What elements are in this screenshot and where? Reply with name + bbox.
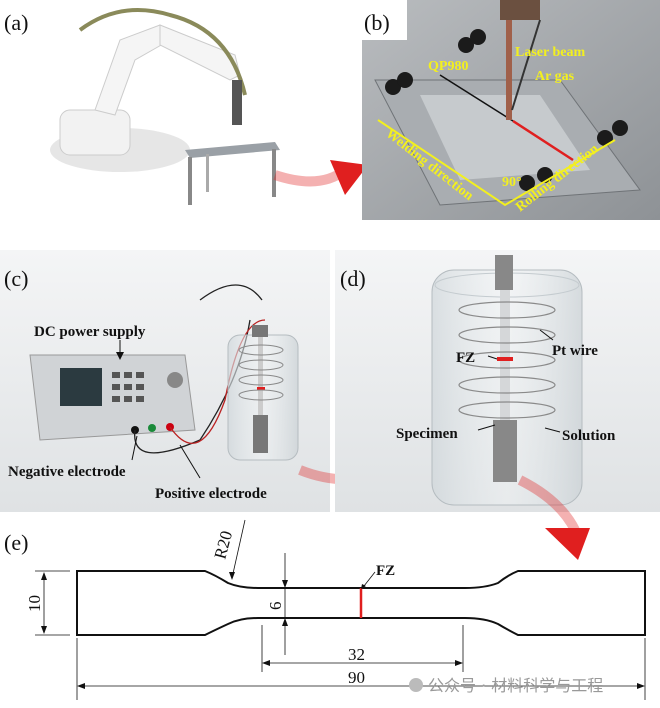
dim-length-32: 32 [348, 645, 365, 664]
panel-a-robot [50, 8, 368, 205]
dc-power-supply [29, 354, 196, 441]
panel-d-label: (d) [340, 266, 366, 291]
label-fz-d: FZ [456, 350, 475, 366]
label-laser-beam: Laser beam [515, 45, 585, 60]
panel-d-cell [335, 250, 660, 560]
arrow-d-to-e [545, 528, 590, 560]
label-dc-power-supply: DC power supply [34, 324, 146, 340]
label-pt-wire: Pt wire [552, 343, 598, 359]
label-fz-e: FZ [376, 563, 395, 579]
label-solution: Solution [562, 428, 616, 444]
label-negative-electrode: Negative electrode [8, 464, 126, 480]
arrow-a-to-b [330, 160, 368, 195]
label-positive-electrode: Positive electrode [155, 486, 267, 502]
watermark: 公众号 · 材料科学与工程 [428, 676, 603, 695]
panel-e-specimen-drawing [35, 519, 646, 700]
label-specimen: Specimen [396, 426, 458, 442]
label-r20: R20 [211, 529, 237, 561]
panel-a-label: (a) [4, 10, 28, 35]
panel-e-label: (e) [4, 530, 28, 555]
label-angle: 90° [502, 175, 522, 190]
dimension-arrowheads [41, 572, 645, 689]
wechat-icon [409, 678, 423, 692]
label-qp980: QP980 [428, 59, 468, 74]
panel-b-label: (b) [364, 10, 390, 35]
panel-c-label: (c) [4, 266, 28, 291]
dim-length-90: 90 [348, 668, 365, 687]
beaker-small [227, 325, 299, 461]
specimen-outline [76, 570, 646, 636]
label-ar-gas: Ar gas [535, 69, 575, 84]
welding-table [185, 142, 280, 205]
panel-b-photo [362, 0, 660, 220]
dim-width-10: 10 [25, 595, 44, 612]
panel-c-setup [0, 250, 432, 512]
dim-width-6: 6 [266, 602, 285, 611]
